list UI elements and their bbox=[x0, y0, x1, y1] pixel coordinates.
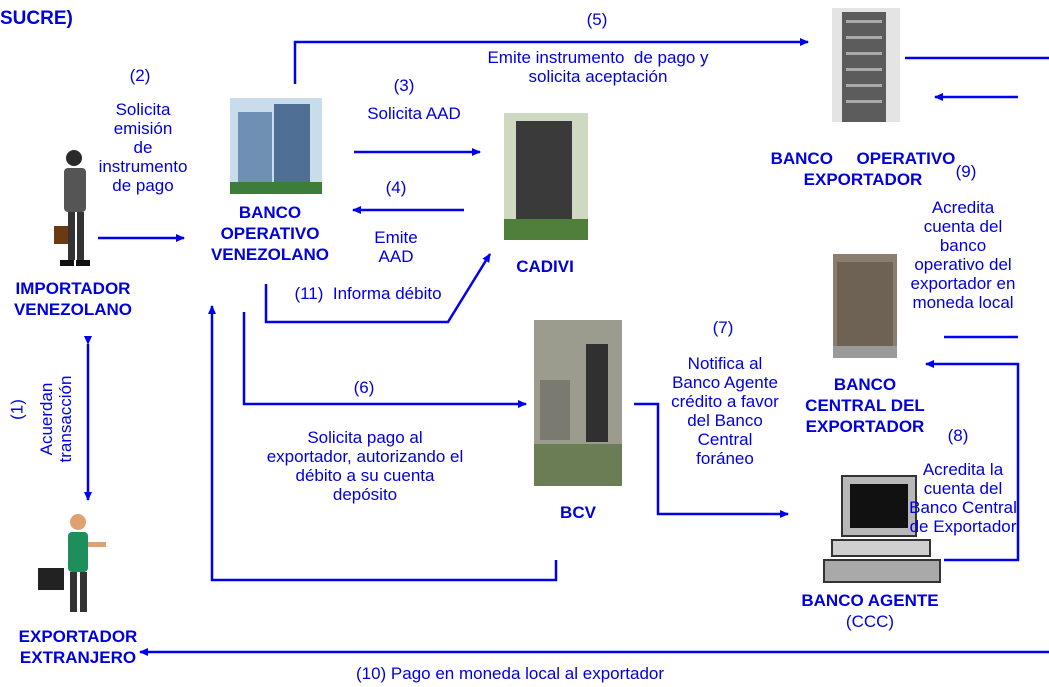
exportador-label: EXPORTADOR EXTRANJERO bbox=[18, 627, 138, 667]
banco-central-label: BANCO CENTRAL DEL EXPORTADOR bbox=[805, 375, 925, 436]
arrow-step-5 bbox=[293, 38, 809, 84]
step-8-text: Acredita la cuenta del Banco Central de … bbox=[909, 460, 1017, 536]
traveler-icon bbox=[38, 514, 106, 612]
bank-tower-icon bbox=[230, 98, 322, 194]
step-11-text: (11) Informa débito bbox=[294, 284, 442, 303]
step-5-number: (5) bbox=[586, 10, 608, 29]
step-3-text: Solicita AAD bbox=[367, 104, 461, 123]
bcv-label: BCV bbox=[560, 503, 596, 522]
bcv-city-icon bbox=[534, 320, 622, 486]
header-label: SUCRE) bbox=[0, 8, 73, 29]
step-1-number: (1) bbox=[7, 399, 27, 420]
step-3-number: (3) bbox=[393, 76, 415, 95]
banco-venezolano-label: BANCO OPERATIVO VENEZOLANO bbox=[210, 203, 330, 264]
step-5-text: Emite instrumento de pago y solicita ace… bbox=[487, 48, 709, 86]
cadivi-label: CADIVI bbox=[516, 257, 574, 276]
cadivi-building-icon bbox=[504, 113, 588, 240]
banco-exportador-label: BANCO OPERATIVO EXPORTADOR bbox=[770, 149, 956, 189]
step-6-number: (6) bbox=[353, 378, 375, 397]
arrow-step-6 bbox=[242, 312, 527, 408]
step-2-number: (2) bbox=[129, 66, 151, 85]
step-9-number: (9) bbox=[955, 162, 977, 181]
step-8-number: (8) bbox=[947, 426, 969, 445]
arrow-step-8 bbox=[925, 360, 1020, 562]
banco-agente-sub-label: (CCC) bbox=[845, 612, 895, 631]
step-10-text: (10) Pago en moneda local al exportador bbox=[355, 664, 665, 683]
step-4-text: Emite AAD bbox=[374, 228, 418, 266]
arrow-bcv-return bbox=[208, 305, 558, 582]
step-7-number: (7) bbox=[712, 318, 734, 337]
step-4-number: (4) bbox=[385, 178, 407, 197]
step-1-text: Acuerdan transacción bbox=[37, 375, 75, 463]
arrow-step-11 bbox=[264, 253, 492, 324]
step-7-text: Notifica al Banco Agente crédito a favor… bbox=[671, 354, 779, 468]
step-6-text: Solicita pago al exportador, autorizando… bbox=[266, 428, 464, 504]
central-bank-building-icon bbox=[833, 254, 897, 358]
office-tower-icon bbox=[832, 8, 900, 122]
step-2-text: Solicita emisión de instrumento de pago bbox=[98, 100, 188, 195]
step-9-text: Acredita cuenta del banco operativo del … bbox=[910, 198, 1016, 312]
importador-label: IMPORTADOR VENEZOLANO bbox=[13, 279, 133, 319]
businessman-icon bbox=[54, 150, 90, 266]
arrow-step-7 bbox=[634, 402, 789, 518]
computer-icon bbox=[823, 475, 941, 583]
banco-agente-label: BANCO AGENTE bbox=[801, 591, 939, 610]
